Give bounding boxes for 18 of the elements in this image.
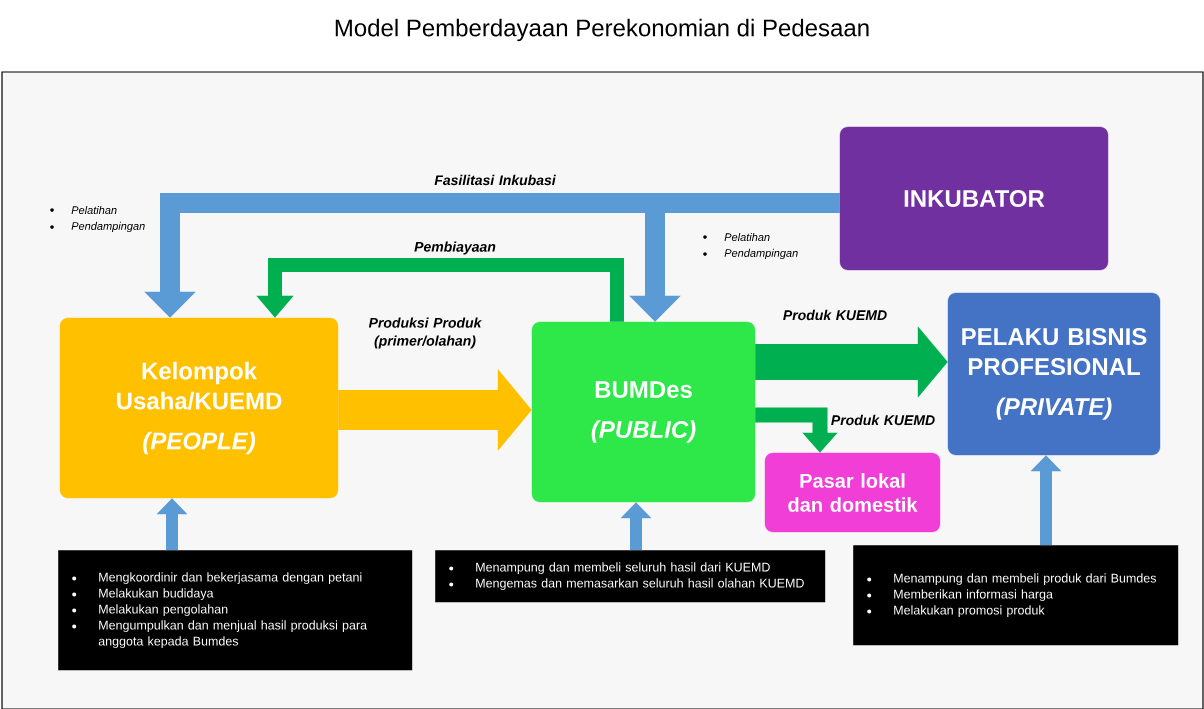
bullet-text: Pendampingan <box>71 221 145 233</box>
activity-list-box: Menampung dan membeli seluruh hasil dari KUEMD Mengemas dan memasarkan seluruh hasil olahan KUEMD <box>435 550 826 603</box>
bullet-text: Pelatihan <box>71 205 117 215</box>
edge-label: Produk KUEMD <box>831 414 935 426</box>
activity-list-box: Menampung dan membeli produk dari Bumdes Memberikan informasi harga Melakukan promosi produk <box>853 545 1179 646</box>
process-box: BUMDes (PUBLIC) <box>531 321 756 503</box>
edge-label: Produksi Produk (primer/olahan) <box>368 317 482 349</box>
title: Model Pemberdayaan Perekonomian di Pedesaan <box>335 18 869 42</box>
process-box: INKUBATOR <box>839 126 1109 271</box>
edge-label: Fasilitasi Inkubasi <box>434 174 556 186</box>
activity-list-box: Mengkoordinir dan bekerjasama dengan petani Melakukan budidaya Melakukan pengolahan Mengumpulkan dan menjual hasil produksi para anggota kepada Bumdes <box>58 550 413 671</box>
process-box: Kelompok Usaha/KUEMD (PEOPLE) <box>59 317 339 499</box>
bullet-text: Pendampingan <box>724 248 798 260</box>
edge-label: Pembiayaan <box>414 241 496 255</box>
edge-label: Produk KUEMD <box>783 309 887 321</box>
market-box: Pasar lokal dan domestik <box>764 452 941 533</box>
process-box: PELAKU BISNIS PROFESIONAL (PRIVATE) <box>947 292 1161 456</box>
bullet-text: Pelatihan <box>724 232 770 242</box>
